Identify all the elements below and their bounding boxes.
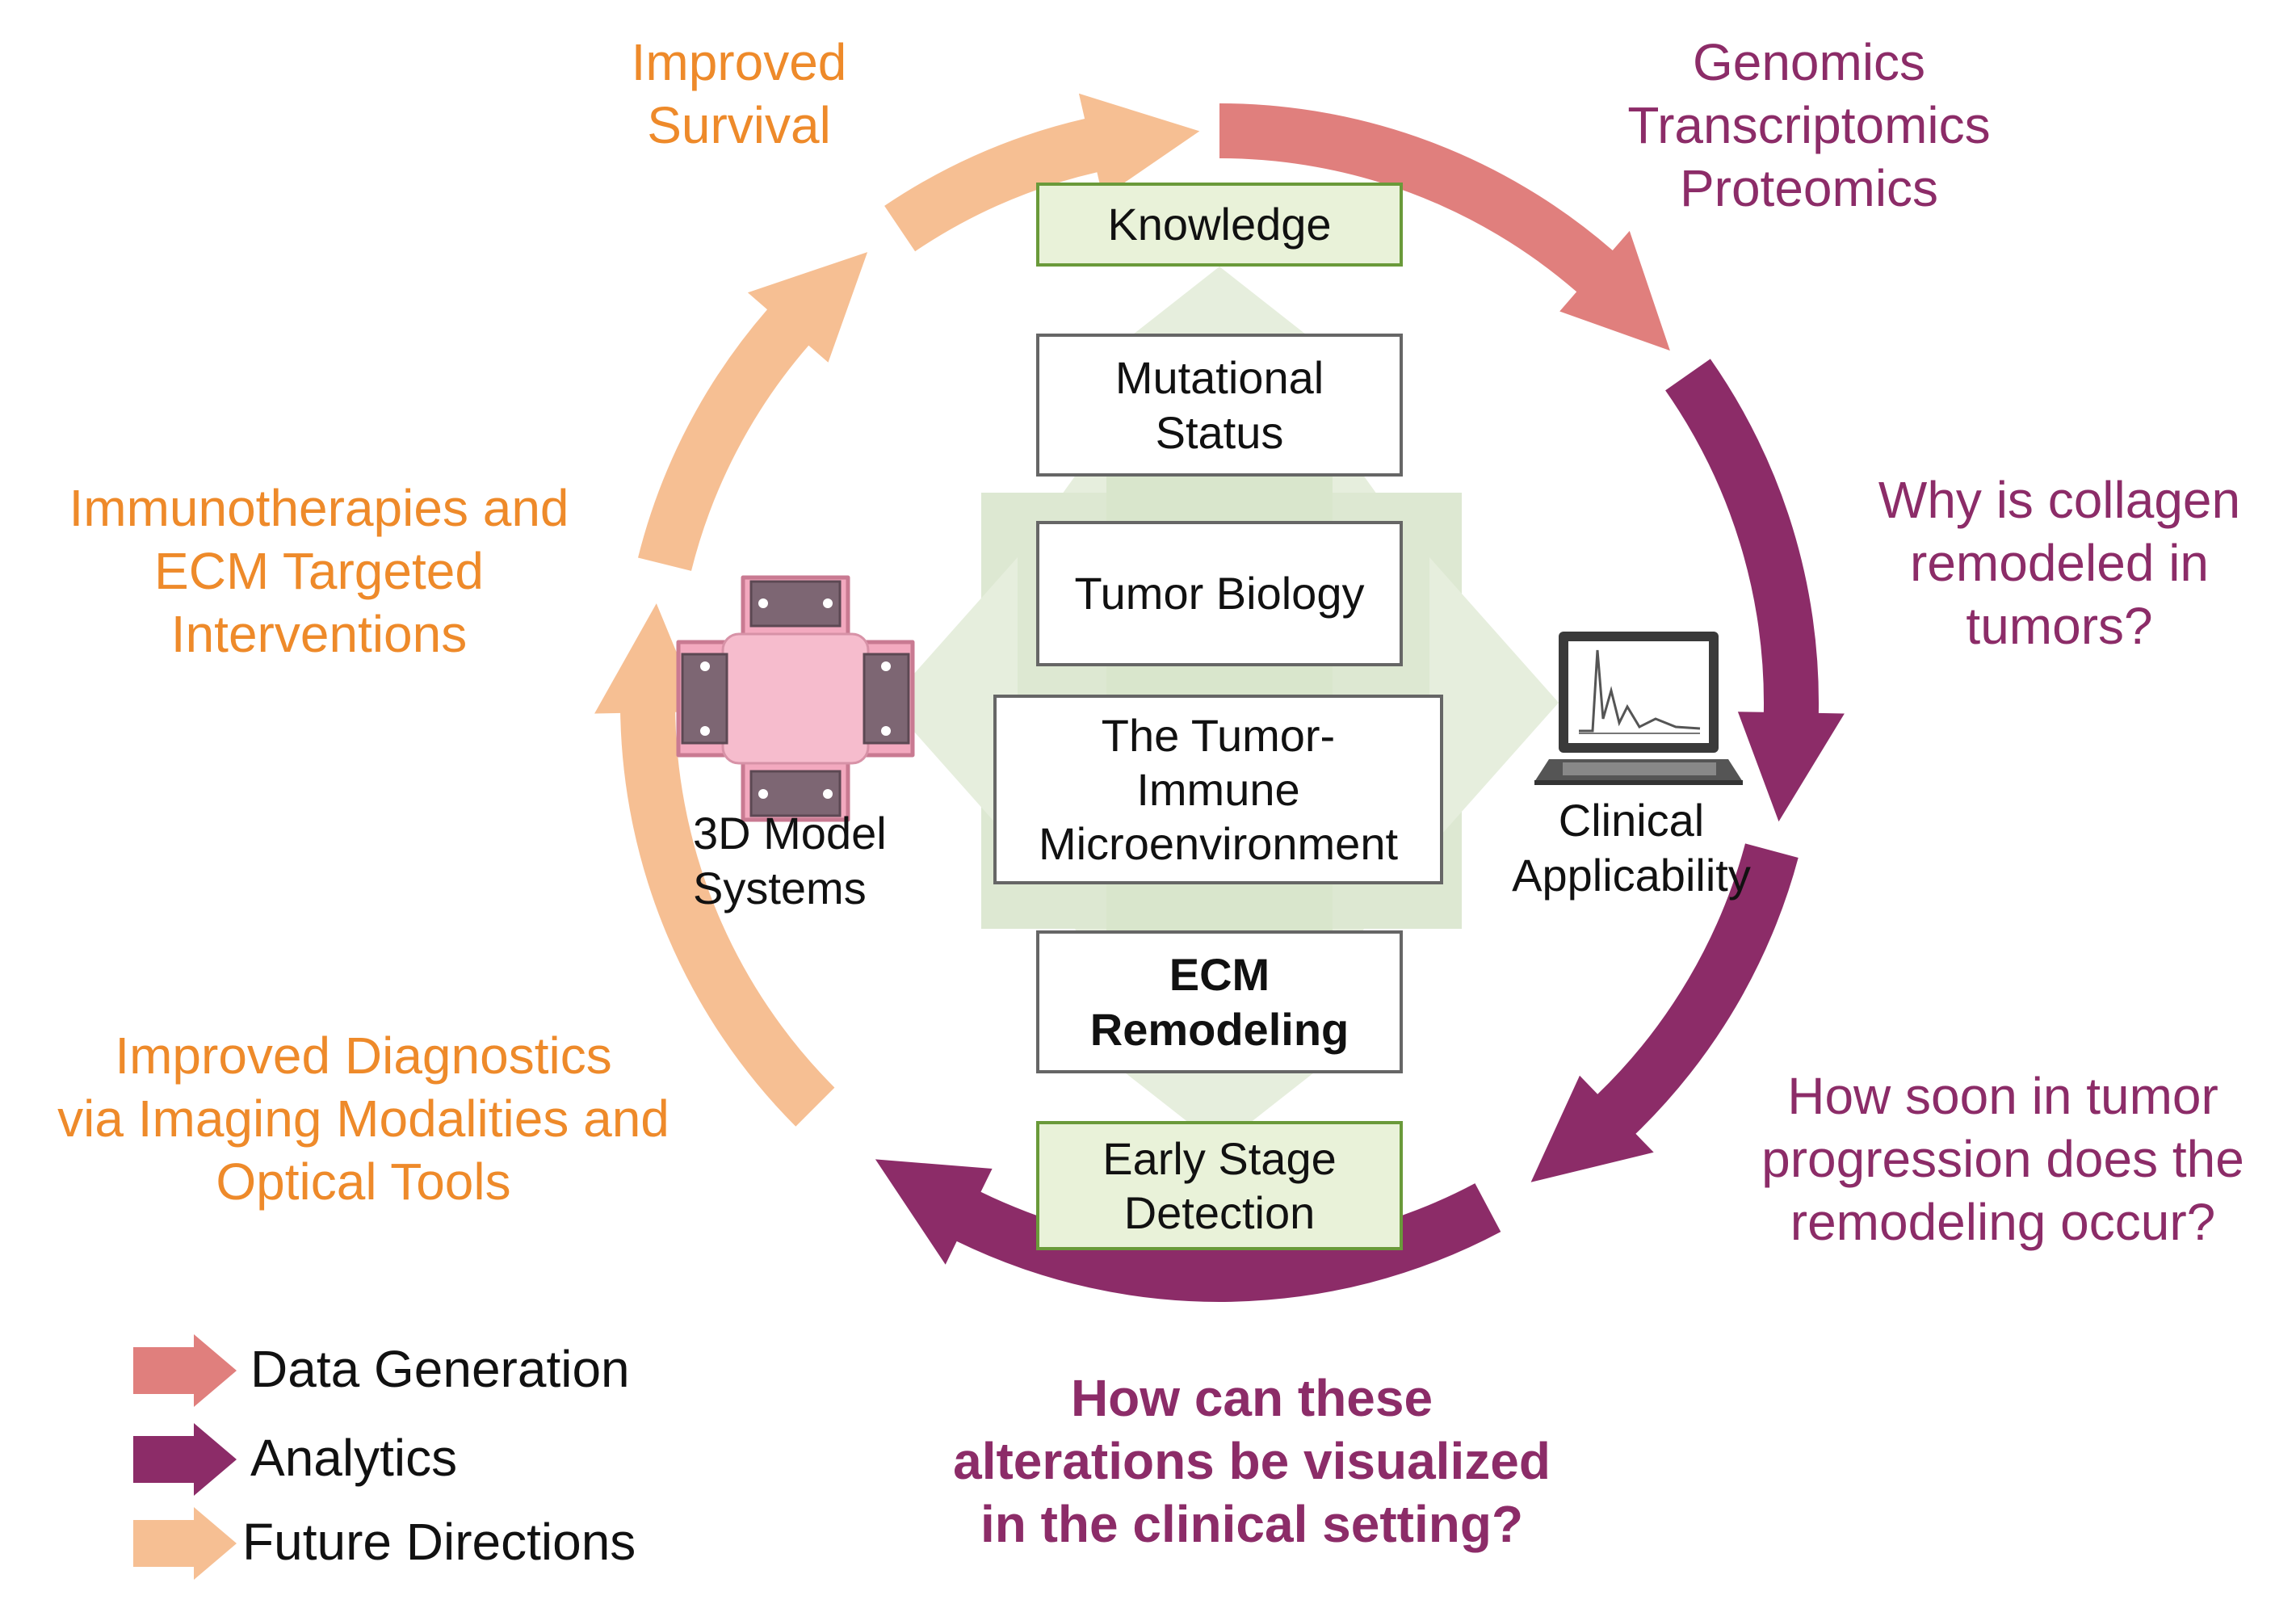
legend-data-generation: Data Generation bbox=[250, 1340, 630, 1398]
label-how-visualized: How can these alterations be visualized … bbox=[953, 1369, 1551, 1554]
early-detection-box: Early Stage Detection bbox=[1036, 1121, 1403, 1250]
organ-on-chip-icon bbox=[676, 575, 915, 822]
label-improved-survival: Improved Survival bbox=[631, 33, 847, 155]
arc-analytics-2 bbox=[1530, 843, 1799, 1182]
laptop-chart-icon bbox=[1534, 632, 1743, 785]
label-improved-diagnostics: Improved Diagnostics via Imaging Modalit… bbox=[57, 1027, 669, 1211]
mutational-status-box: Mutational Status bbox=[1036, 334, 1403, 477]
arc-analytics-3 bbox=[875, 1159, 1501, 1302]
arc-future-1 bbox=[594, 603, 835, 1127]
legend-analytics: Analytics bbox=[250, 1429, 458, 1487]
tumor-biology-box: Tumor Biology bbox=[1036, 521, 1403, 666]
arc-future-3 bbox=[884, 93, 1200, 252]
tumor-immune-box: The Tumor- Immune Microenvironment bbox=[993, 695, 1443, 884]
arc-future-2 bbox=[638, 252, 868, 571]
legend-arrows bbox=[133, 1334, 237, 1580]
model-systems-label: 3D Model Systems bbox=[693, 808, 887, 914]
clinical-applicability-label: Clinical Applicability bbox=[1512, 795, 1751, 901]
legend-future-directions: Future Directions bbox=[242, 1513, 636, 1571]
label-why-collagen: Why is collagen remodeled in tumors? bbox=[1878, 471, 2241, 656]
label-omics: Genomics Transcriptomics Proteomics bbox=[1627, 33, 1991, 218]
label-immunotherapies: Immunotherapies and ECM Targeted Interve… bbox=[69, 479, 569, 664]
arc-analytics-1 bbox=[1665, 359, 1845, 822]
knowledge-box: Knowledge bbox=[1036, 183, 1403, 267]
ecm-remodeling-box: ECM Remodeling bbox=[1036, 930, 1403, 1073]
arc-data-generation bbox=[1219, 103, 1670, 351]
label-how-soon: How soon in tumor progression does the r… bbox=[1761, 1067, 2244, 1252]
